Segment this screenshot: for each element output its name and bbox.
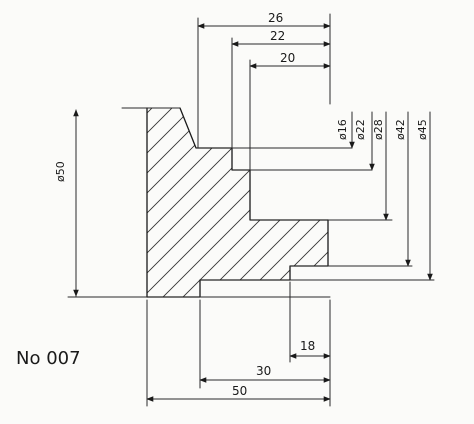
dimension-26: 26 bbox=[197, 11, 331, 29]
dim-d42-label: ø42 bbox=[394, 119, 407, 140]
part-number-label: No 007 bbox=[16, 348, 81, 369]
dim-d28-label: ø28 bbox=[372, 119, 385, 140]
dimension-50: 50 bbox=[146, 384, 331, 402]
dim-d16-label: ø16 bbox=[336, 119, 349, 140]
dim-22-label: 22 bbox=[270, 29, 285, 43]
dim-d22-label: ø22 bbox=[354, 119, 367, 140]
top-extension-lines bbox=[197, 13, 331, 171]
dimension-diameter-50: ø50 bbox=[54, 109, 79, 297]
dim-26-label: 26 bbox=[268, 11, 283, 25]
dimension-30: 30 bbox=[199, 364, 331, 383]
part-outline bbox=[121, 107, 329, 298]
dim-18-label: 18 bbox=[300, 339, 315, 353]
dimension-20: 20 bbox=[249, 51, 331, 69]
dimension-22: 22 bbox=[231, 29, 331, 47]
diameter-leaders bbox=[195, 111, 435, 281]
dimension-18: 18 bbox=[289, 339, 331, 359]
bottom-extension-lines bbox=[146, 281, 331, 407]
dim-50-label: 50 bbox=[232, 384, 247, 398]
dim-d50-label: ø50 bbox=[54, 161, 67, 182]
dim-30-label: 30 bbox=[256, 364, 271, 378]
dim-20-label: 20 bbox=[280, 51, 295, 65]
dim-d45-label: ø45 bbox=[416, 119, 429, 140]
